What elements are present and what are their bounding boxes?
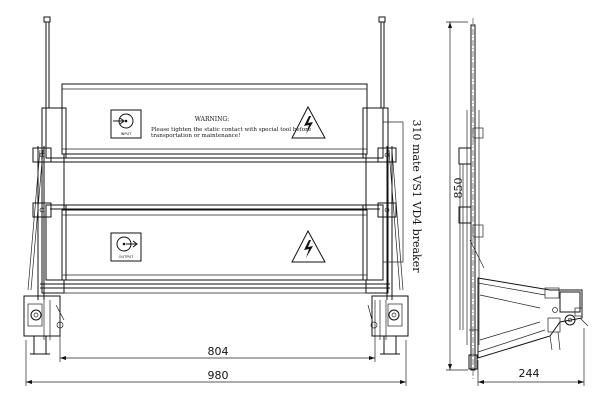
input-symbol-icon: INPUT <box>110 109 142 139</box>
output-label: OUTPUT <box>119 255 134 259</box>
right-frame <box>365 107 404 300</box>
side-view: 850 244 <box>446 18 589 386</box>
dimension-850: 850 <box>446 21 468 371</box>
side-truck-arm <box>477 277 589 359</box>
dimension-height: 850 <box>452 178 465 199</box>
dimension-depth: 244 <box>519 367 540 380</box>
breaker-note: 310 mate VS1 VD4 breaker <box>410 120 423 274</box>
warning-text: WARNING: Please tighten the static conta… <box>151 116 312 139</box>
dimension-overall-width: 980 <box>208 369 229 382</box>
input-label: INPUT <box>121 132 133 136</box>
warning-heading: WARNING: <box>195 116 229 123</box>
right-carriage <box>367 295 409 355</box>
dimension-980: 980 <box>25 340 407 386</box>
high-voltage-warning-icon-lower <box>291 229 326 263</box>
right-top-rod <box>378 16 386 108</box>
left-carriage <box>23 295 65 355</box>
left-frame <box>27 107 65 300</box>
output-panel <box>45 204 384 281</box>
breaker-note-bracket: 310 mate VS1 VD4 breaker <box>383 120 423 274</box>
input-panel <box>45 83 384 159</box>
front-view: INPUT WARNING: Please tighten the static… <box>23 16 423 386</box>
output-symbol-icon: OUTPUT <box>110 232 142 262</box>
left-top-rod <box>43 16 51 108</box>
dimension-244: 244 <box>477 328 585 386</box>
dimension-804: 804 <box>59 300 376 362</box>
warning-line-2: transportation or maintenance! <box>151 133 240 139</box>
high-voltage-warning-icon <box>291 105 326 139</box>
dimension-inner-width: 804 <box>208 345 229 358</box>
warning-line-1: Please tighten the static contact with s… <box>151 127 312 133</box>
